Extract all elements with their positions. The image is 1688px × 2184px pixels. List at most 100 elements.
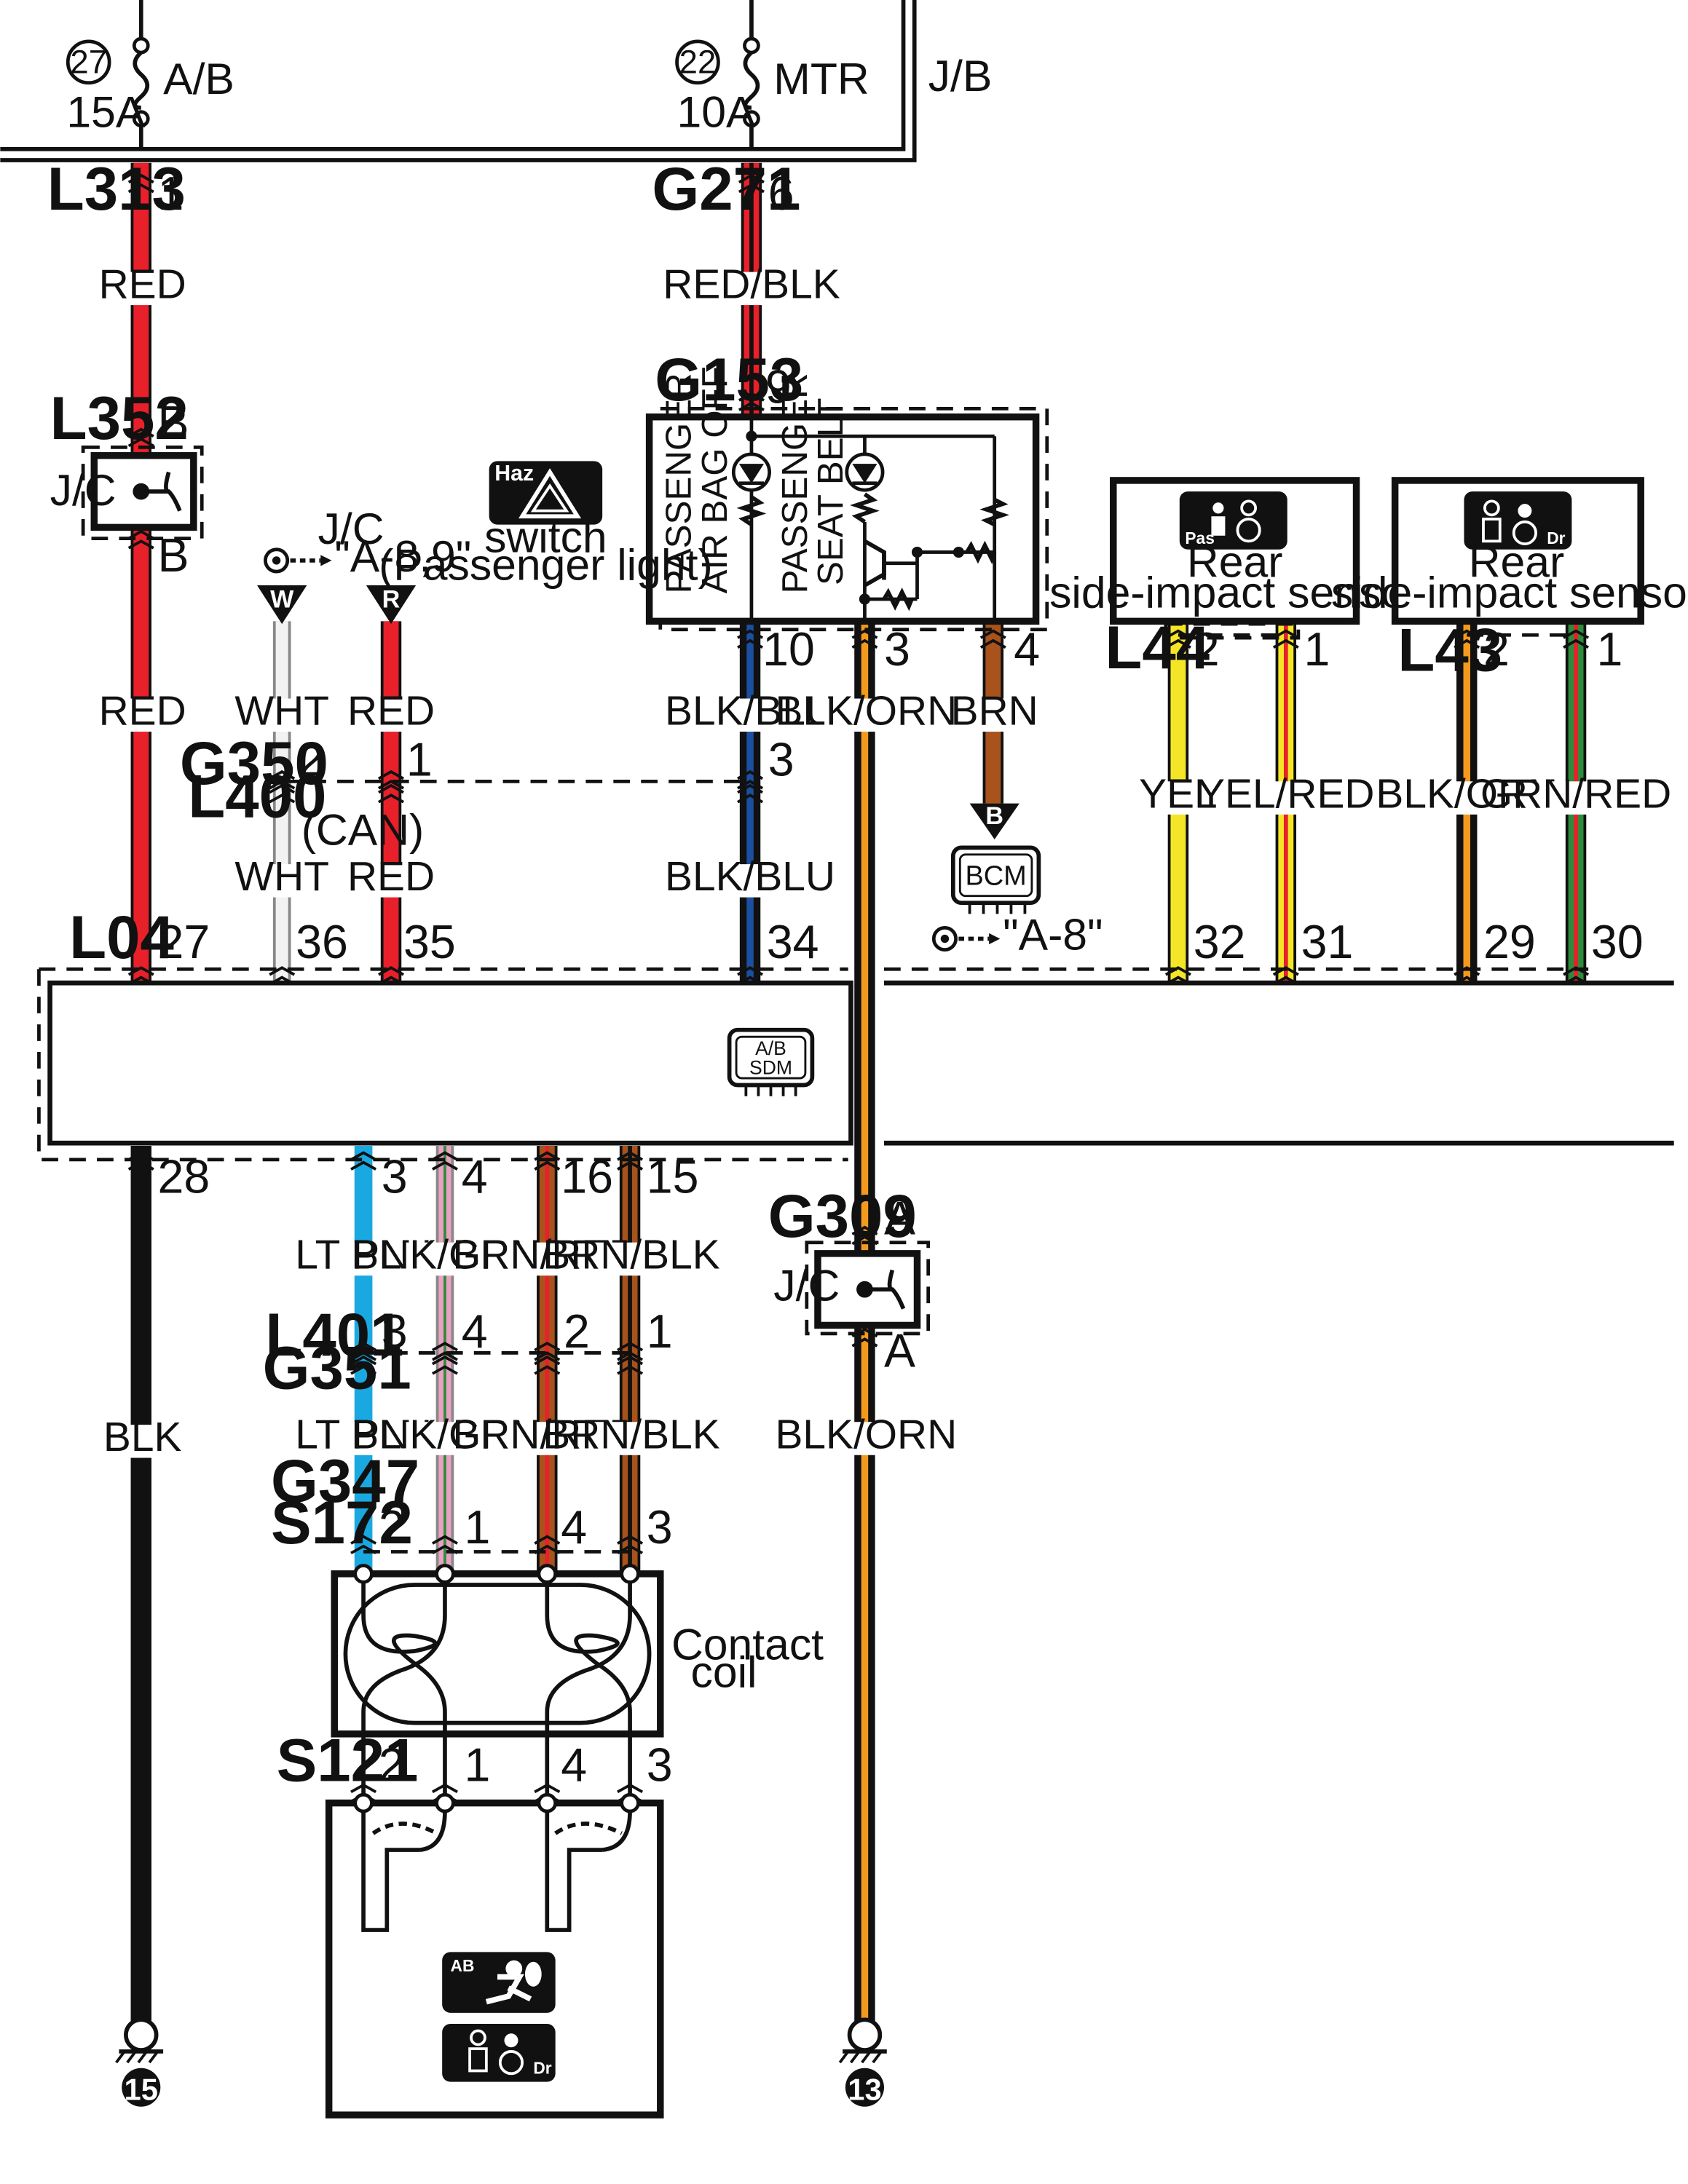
tag-w-triangle: [257, 585, 307, 625]
airbag-off-label: PASSENGER: [659, 373, 699, 593]
jc-label: J/C: [50, 465, 117, 515]
connector-l401-g351: L401 G351 3 4 2 1: [263, 1300, 673, 1402]
fuse-number-circle: [66, 39, 111, 85]
pin-label: B: [158, 529, 189, 582]
contact-coil: G347 S172 2 1 4 3 Contact coil: [271, 1447, 824, 1803]
connector-label: S172: [271, 1488, 413, 1556]
connector-label: L04: [69, 903, 174, 971]
sdm-label: A/B: [755, 1037, 786, 1059]
connector-label: L43: [1397, 616, 1502, 684]
ground-number-badge: [845, 2068, 884, 2107]
contact-coil-label: Contact: [671, 1619, 824, 1669]
tag-r-triangle: [366, 585, 417, 625]
wire-label: RED/BLK: [663, 261, 840, 308]
dr-tag: Dr: [1547, 529, 1565, 547]
fuse-number-circle: [675, 39, 720, 85]
hazard-switch: Haz switch (Passenger light): [379, 461, 713, 589]
wire-label: BLK/BLU: [665, 688, 835, 735]
wire-label: WHT: [234, 688, 328, 735]
sensor-label: Rear: [1187, 537, 1283, 587]
pin-label: 9: [765, 361, 792, 414]
connector-label: G351: [263, 1334, 411, 1402]
pin-label: 36: [296, 916, 348, 968]
junction-block: J/B: [0, 0, 993, 162]
fuse-27: 27 A/B 15A: [66, 0, 234, 149]
ground-number: 13: [848, 2072, 881, 2106]
fuse-name: A/B: [163, 54, 234, 103]
wire-label: YEL/RED: [1197, 770, 1374, 817]
ground-13: 13: [838, 2017, 887, 2107]
wire-label: RED: [347, 853, 435, 900]
pin-label: 15: [647, 1150, 699, 1203]
sensor-label: side-impact sensor: [1049, 567, 1420, 617]
wire-label: BLK/ORN: [1376, 770, 1558, 817]
tag-b-triangle: [969, 803, 1019, 839]
pin-label: 2: [564, 1305, 590, 1358]
driver-sensor-icon: [1464, 491, 1572, 550]
pin-label: 1: [1304, 623, 1330, 676]
pin-label: 1: [1597, 623, 1623, 676]
wire-label: BLK: [103, 1414, 182, 1460]
connector-label: L400: [188, 762, 326, 831]
junction-connector-l352: L352 B J/C B: [50, 384, 204, 582]
passenger-sensor-icon: [1179, 491, 1287, 550]
wire-label: WHT: [234, 853, 328, 900]
connector-label: G271: [652, 154, 800, 223]
junction-block-label: J/B: [928, 51, 993, 100]
fuse-name: MTR: [773, 54, 869, 103]
jc-label: J/C: [318, 504, 384, 553]
pin-label: 3: [382, 1305, 408, 1358]
wire-label: RED: [347, 688, 435, 735]
pin-label: 3: [647, 1501, 673, 1554]
connector-label: G153: [655, 345, 803, 414]
page-ref: "A-8,9": [334, 531, 471, 581]
pin-label: 3: [382, 1150, 408, 1203]
connector-label: L352: [50, 384, 189, 452]
fuse-rating: 15A: [66, 87, 145, 136]
connector-label: G309: [768, 1182, 917, 1250]
pin-label: 2: [1483, 623, 1510, 676]
connector-label: L44: [1105, 613, 1210, 681]
switch-label: (Passenger light): [379, 539, 713, 589]
connector-label: L313: [47, 154, 186, 223]
sdm-label: SDM: [749, 1056, 792, 1078]
ground-number: 15: [125, 2072, 158, 2106]
pin-label: 2: [1194, 623, 1220, 676]
pin-label: 4: [462, 1150, 488, 1203]
hazard-triangle-icon: [518, 468, 582, 519]
eye-ref-icon: [264, 547, 290, 574]
rear-side-impact-sensor-driver: Dr Rear side-impact sensor L43 2 1: [1331, 477, 1688, 684]
wire-label-group: RED RED/BLK RED WHT RED BLK/BLU BLK/ORN …: [99, 261, 1672, 1460]
switch-label: switch: [484, 513, 607, 562]
pin-label: 10: [762, 623, 815, 676]
junction-connector-g309: G309 A J/C A: [768, 1182, 931, 1377]
pin-label: 4: [1014, 623, 1040, 676]
seatbelt-label: PASSENGER: [775, 373, 815, 593]
ab-tag: AB: [451, 1956, 475, 1975]
ground-15: 15: [115, 2017, 164, 2107]
pin-label: 32: [1194, 916, 1246, 968]
connector-g271: G271 6: [652, 154, 800, 223]
pin-label: 31: [1301, 916, 1354, 968]
pin-label: 1: [465, 1738, 491, 1791]
tag-w: W: [270, 585, 294, 613]
pin-label: 30: [1591, 916, 1644, 968]
seatbelt-label: SEAT BELT: [811, 397, 851, 585]
pin-label: 2: [379, 1501, 405, 1554]
can-reference: J/C "A-8,9" W R: [257, 504, 471, 625]
contact-coil-label: coil: [691, 1647, 757, 1696]
connector-label: G347: [271, 1447, 419, 1515]
pin-label: A: [884, 1192, 915, 1244]
wire-label: RED: [99, 261, 186, 308]
jc-label: J/C: [773, 1260, 840, 1310]
wire-label: BLK/BLU: [665, 853, 835, 900]
pin-label: 1: [406, 734, 433, 786]
sensor-label: Rear: [1469, 537, 1565, 587]
pin-label: 3: [884, 623, 910, 676]
connector-label: S121: [277, 1725, 419, 1794]
driver-airbag-module: S121 2 1 4 3 AB Dr: [277, 1725, 673, 2118]
pin-label: 3: [647, 1738, 673, 1791]
internal-circuit: [731, 416, 1010, 622]
wire-label: GRN/RED: [1480, 770, 1671, 817]
